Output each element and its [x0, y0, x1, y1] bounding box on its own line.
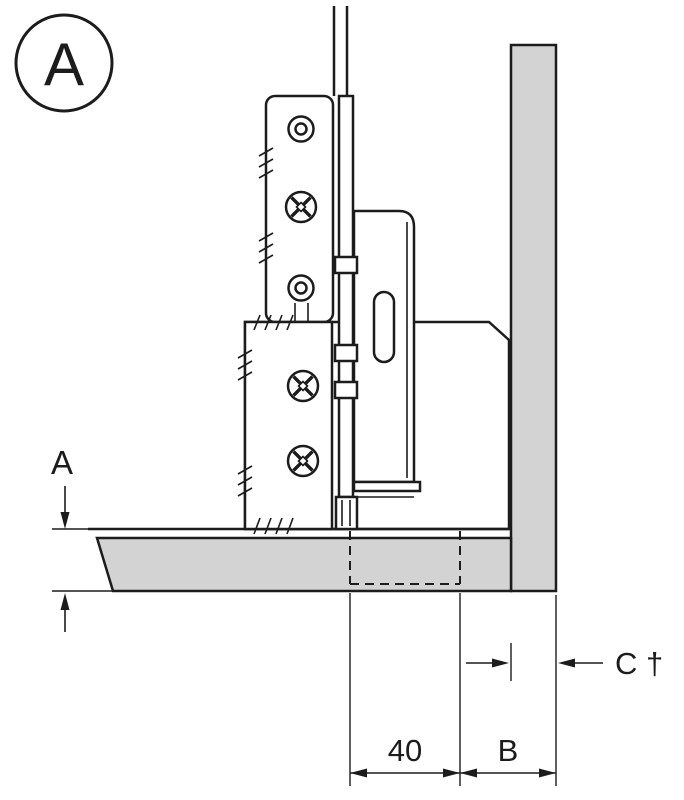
mounting-plate-upper: [258, 94, 335, 324]
screw-top: [287, 115, 315, 143]
arrow-b-left: [460, 768, 477, 778]
break-tick: [275, 314, 283, 331]
break-tick: [258, 243, 274, 253]
break-tick: [258, 254, 274, 264]
dimension-b-label: B: [498, 733, 519, 768]
break-tick: [286, 517, 294, 535]
break-tick: [286, 314, 294, 331]
plate-lower-body: [243, 320, 334, 531]
plate-lower-break-ticks: [237, 314, 294, 535]
screw-top-outer: [287, 115, 315, 143]
break-tick: [253, 314, 261, 331]
pin-knuckle-1: [333, 255, 359, 275]
dimension-a-label: A: [51, 444, 73, 481]
pin-knuckle-3: [333, 380, 359, 400]
arrow-40-right: [443, 768, 460, 778]
phillips-upper-center: [295, 201, 307, 213]
detail-marker-circle: [14, 13, 114, 113]
break-tick: [258, 147, 274, 157]
dim-c-arrow-right: [492, 658, 509, 668]
detail-marker: A: [14, 13, 114, 113]
dim-a-arrow-down: [60, 512, 70, 529]
dimension-a: A: [51, 444, 73, 632]
break-tick: [253, 517, 261, 535]
break-tick: [237, 371, 253, 381]
dimension-c: C †: [466, 643, 663, 681]
break-tick: [258, 232, 274, 242]
break-tick: [237, 487, 253, 497]
pin-base-block: [334, 495, 359, 531]
break-tick: [237, 465, 253, 475]
detail-marker-label: A: [44, 31, 84, 98]
break-tick: [237, 476, 253, 486]
hinge-pin: [333, 94, 359, 531]
side-panel: [509, 43, 558, 593]
dimension-40-label: 40: [388, 733, 422, 768]
door-edge: [332, 6, 349, 96]
pin-body: [337, 94, 355, 499]
phillips-mid-center: [297, 380, 309, 392]
break-tick: [275, 517, 283, 535]
hinge-arm: [352, 209, 422, 498]
screw-bottom-inner: [294, 281, 308, 295]
arrow-40-left: [350, 768, 367, 778]
break-tick: [237, 349, 253, 359]
arm-foot: [352, 480, 422, 493]
dimension-40-b: 40 B: [349, 593, 557, 786]
break-tick: [258, 158, 274, 168]
plate-upper-break-ticks: [258, 147, 274, 264]
dim-a-arrow-up: [60, 593, 70, 610]
break-tick: [264, 517, 272, 535]
break-tick: [258, 169, 274, 179]
bottom-panel: [95, 536, 513, 593]
dim-c-arrow-left: [558, 658, 575, 668]
break-tick: [237, 360, 253, 370]
pin-knuckle-2: [333, 343, 359, 363]
phillips-screw-mid: [286, 369, 320, 403]
dimension-c-label: C †: [615, 646, 663, 681]
screw-bottom: [287, 274, 315, 302]
phillips-low-center: [297, 455, 309, 467]
break-tick: [264, 314, 272, 331]
arm-slot: [372, 290, 396, 364]
phillips-screw-low: [286, 444, 320, 478]
hidden-drill-outline: [349, 531, 461, 585]
screw-bottom-outer: [287, 274, 315, 302]
mounting-plate-lower: [237, 314, 334, 535]
phillips-screw-upper: [284, 190, 318, 224]
screw-top-inner: [294, 122, 308, 136]
arrow-b-right: [539, 768, 556, 778]
